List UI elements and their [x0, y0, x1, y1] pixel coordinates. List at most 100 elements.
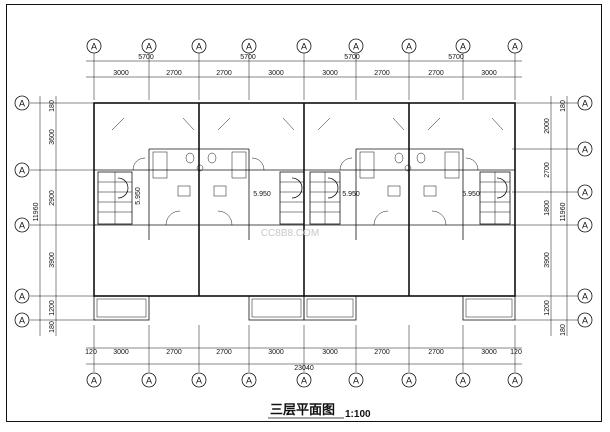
bathtub	[444, 151, 460, 179]
dim-label: 3900	[544, 252, 551, 268]
axis-bubble: A	[401, 38, 417, 54]
svg-text:A: A	[19, 166, 25, 176]
dim-label: 1200	[49, 300, 56, 316]
watermark: CC8B8.COM	[261, 228, 319, 239]
svg-text:A: A	[146, 42, 152, 52]
dim-label: 2900	[49, 190, 56, 206]
sink	[196, 164, 204, 172]
dim-label: 3000	[268, 70, 284, 77]
balcony	[93, 295, 150, 321]
axis-bubble: A	[577, 95, 593, 111]
svg-text:CC8B8.COM: CC8B8.COM	[261, 228, 319, 239]
dim-label: 1200	[544, 300, 551, 316]
dim-label: 3000	[268, 349, 284, 356]
top-dimensions: 5700 5700 5700 5700 3000 2700 2700 3000 …	[86, 53, 522, 100]
dim-label: 2700	[166, 349, 182, 356]
axis-bubble: A	[455, 372, 471, 388]
axis-bubble: A	[507, 372, 523, 388]
axis-bubble: A	[296, 38, 312, 54]
drawing-scale: 1:100	[345, 409, 371, 420]
dim-label: 2700	[428, 70, 444, 77]
dim-label: 2700	[374, 70, 390, 77]
svg-text:A: A	[512, 376, 518, 386]
dim-label: 180	[560, 324, 567, 336]
drawing-title-block: 三层平面图 1:100	[268, 403, 371, 420]
axis-bubble: A	[14, 312, 30, 328]
dim-label: 3000	[113, 70, 129, 77]
svg-text:A: A	[91, 376, 97, 386]
svg-text:A: A	[301, 376, 307, 386]
axis-bubble: A	[241, 372, 257, 388]
dim-label: 180	[560, 100, 567, 112]
dim-label: 3000	[481, 70, 497, 77]
dim-label: 120	[510, 349, 522, 356]
dim-label: 180	[49, 321, 56, 333]
dim-label: 3900	[49, 252, 56, 268]
staircase	[309, 171, 341, 225]
dim-label: 2700	[374, 349, 390, 356]
bathtub	[359, 151, 375, 179]
dim-label: 23040	[294, 365, 314, 372]
svg-text:A: A	[582, 188, 588, 198]
svg-text:A: A	[353, 42, 359, 52]
svg-text:A: A	[406, 376, 412, 386]
axis-bubble: A	[191, 372, 207, 388]
svg-text:A: A	[19, 221, 25, 231]
drawing-title: 三层平面图	[270, 403, 335, 418]
axis-bubble: A	[191, 38, 207, 54]
svg-text:A: A	[460, 42, 466, 52]
dim-label: 11960	[560, 202, 567, 221]
toilet	[394, 152, 404, 164]
dim-label: 2700	[166, 70, 182, 77]
svg-text:A: A	[512, 42, 518, 52]
bathtub	[231, 151, 247, 179]
building-walls	[93, 102, 516, 297]
svg-text:A: A	[196, 42, 202, 52]
axis-bubble: A	[455, 38, 471, 54]
dim-label: 120	[85, 349, 97, 356]
dim-label: 5700	[240, 54, 256, 61]
bottom-axis-bubbles: A A A A A A A A A	[86, 372, 523, 388]
dim-label: 5700	[344, 54, 360, 61]
right-axis-bubbles: A A A A A A	[577, 95, 593, 328]
axis-bubble: A	[241, 38, 257, 54]
toilet	[207, 152, 217, 164]
dim-label: 5700	[448, 54, 464, 61]
svg-text:A: A	[582, 221, 588, 231]
axis-bubble: A	[86, 372, 102, 388]
toilet	[416, 152, 426, 164]
axis-bubble: A	[86, 38, 102, 54]
balconies	[93, 295, 516, 321]
staircases: 5.950 5.950 5.950 5.950	[97, 171, 511, 225]
dim-label: 2700	[544, 162, 551, 178]
dim-label: 3000	[322, 349, 338, 356]
stair-elevation: 5.950	[342, 191, 360, 198]
drawing-frame	[6, 4, 602, 422]
staircase	[97, 171, 133, 225]
bottom-dimensions: 120 3000 2700 2700 3000 3000 2700 2700 3…	[85, 325, 522, 372]
dim-label: 1800	[544, 200, 551, 216]
axis-bubble: A	[577, 288, 593, 304]
svg-text:A: A	[301, 42, 307, 52]
left-axis-bubbles: A A A A A	[14, 95, 30, 328]
left-dimensions: 180 3600 2900 3900 1200 180 11960	[30, 96, 96, 336]
axis-bubble: A	[14, 217, 30, 233]
svg-text:A: A	[19, 316, 25, 326]
axis-bubble: A	[577, 312, 593, 328]
bathroom-fixtures	[152, 151, 460, 197]
dim-label: 3000	[322, 70, 338, 77]
axis-bubble: A	[507, 38, 523, 54]
bathtub	[152, 151, 168, 179]
dim-label: 3000	[481, 349, 497, 356]
axis-bubble: A	[14, 288, 30, 304]
dim-label: 11960	[33, 202, 40, 221]
stair-elevation: 5.950	[462, 191, 480, 198]
svg-text:A: A	[246, 42, 252, 52]
axis-bubble: A	[577, 184, 593, 200]
axis-bubble: A	[14, 162, 30, 178]
dim-label: 2000	[544, 118, 551, 134]
axis-bubble: A	[296, 372, 312, 388]
axis-bubble: A	[401, 372, 417, 388]
dim-label: 180	[49, 100, 56, 112]
